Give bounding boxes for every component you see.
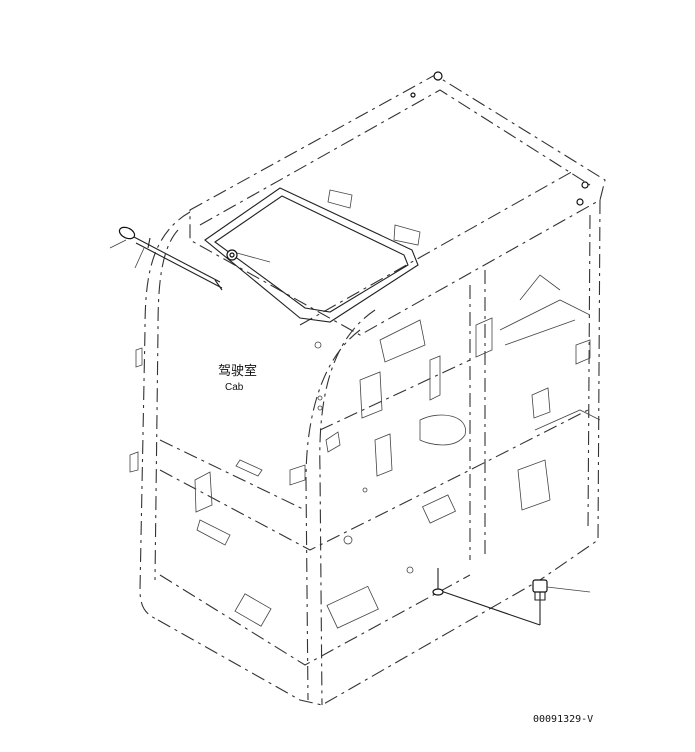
right-side-frame	[469, 199, 601, 581]
part-floor-bolt	[432, 568, 591, 626]
cab-roof	[189, 71, 606, 336]
roof-window-frame	[204, 187, 421, 323]
interior-brackets	[129, 317, 591, 477]
front-pillar	[305, 309, 376, 706]
cab-label-en: Cab	[225, 382, 244, 393]
drawing-code: 00091329-V	[533, 714, 593, 725]
part-window-bolt	[226, 249, 271, 263]
cab-floor	[157, 359, 601, 706]
cab-label-jp: 驾驶室	[218, 363, 257, 379]
rear-left-pillar	[139, 211, 191, 621]
part-stay-rod	[109, 226, 223, 291]
